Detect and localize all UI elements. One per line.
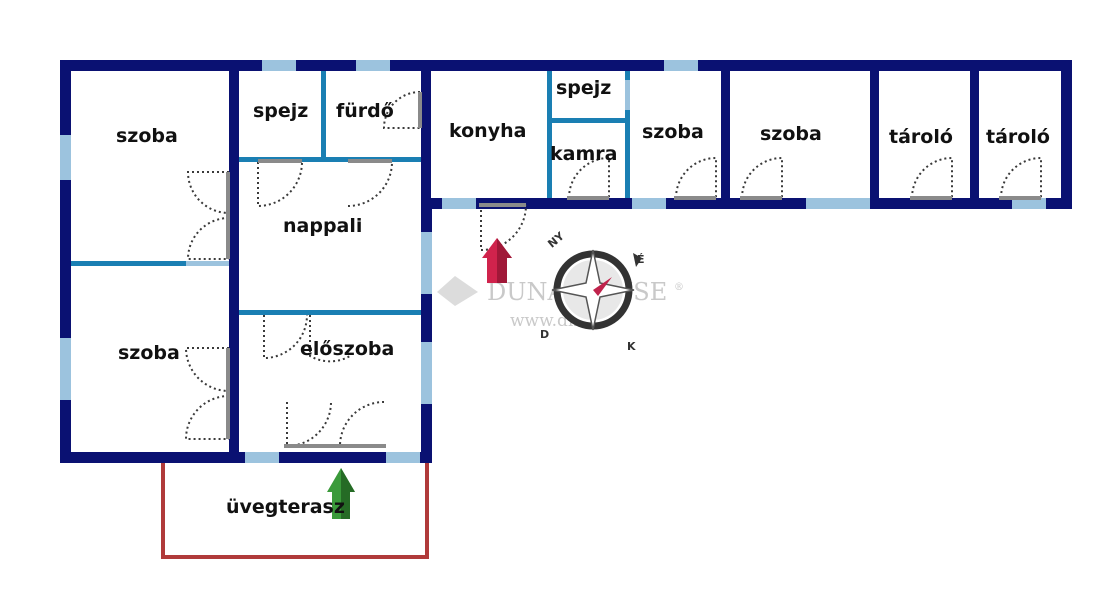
room-label-eloszoba: előszoba <box>300 338 394 360</box>
watermark-registered: ® <box>674 282 684 293</box>
door-swings <box>184 91 1042 448</box>
compass-label-k: K <box>627 340 636 353</box>
door-thresholds <box>226 92 1041 448</box>
entrance-arrow-icon <box>482 238 512 283</box>
compass-icon: NY É D K <box>540 229 645 353</box>
terrace-arrow-icon <box>327 468 355 519</box>
room-label-spejz-left: spejz <box>253 100 308 122</box>
room-label-szoba-right: szoba <box>760 123 822 145</box>
room-label-szoba-bottom-left: szoba <box>118 342 180 364</box>
room-label-szoba-top-left: szoba <box>116 125 178 147</box>
room-label-konyha: konyha <box>449 120 526 142</box>
terrace-outline <box>161 462 429 559</box>
partitions <box>71 71 630 315</box>
room-label-furdo: fürdő <box>336 100 394 122</box>
room-label-szoba-mid: szoba <box>642 121 704 143</box>
room-label-uvegterasz: üvegterasz <box>226 496 345 518</box>
room-label-tarolo-1: tároló <box>889 126 953 148</box>
windows <box>60 60 1046 463</box>
compass-label-d: D <box>540 328 549 341</box>
room-label-tarolo-2: tároló <box>986 126 1050 148</box>
room-label-kamra: kamra <box>550 143 617 165</box>
compass-label-e: É <box>637 253 645 266</box>
room-label-nappali: nappali <box>283 215 362 237</box>
room-labels: szoba spejz fürdő konyha spejz kamra szo… <box>116 77 1050 518</box>
compass-label-ny: NY <box>545 229 567 251</box>
watermark-logo-icon <box>437 276 478 306</box>
room-label-spejz-right: spejz <box>556 77 611 99</box>
